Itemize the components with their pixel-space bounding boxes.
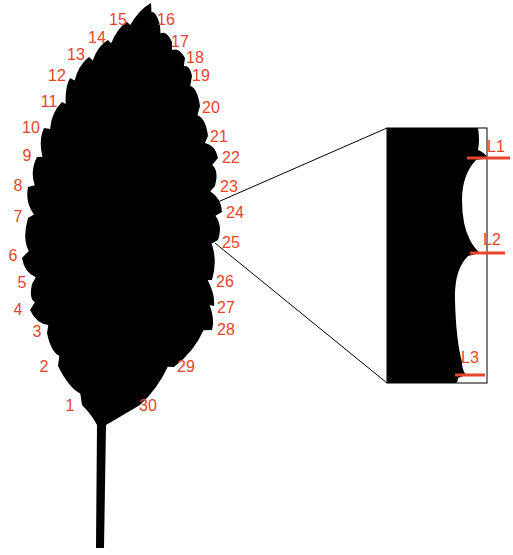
callout-number: 6	[9, 248, 18, 264]
measure-line	[455, 374, 485, 377]
callout-number: 23	[220, 179, 238, 195]
callout-number: 27	[217, 300, 235, 316]
zoom-box	[387, 128, 487, 383]
callout-number: 12	[48, 68, 66, 84]
leaf-silhouette	[22, 3, 222, 548]
callout-number: 3	[33, 324, 42, 340]
callout-number: 28	[217, 322, 235, 338]
length-label: L1	[487, 139, 505, 155]
callout-number: 16	[157, 12, 175, 28]
zoomed-margin	[387, 128, 488, 383]
callout-number: 5	[18, 275, 27, 291]
callout-number: 10	[22, 120, 40, 136]
zoom-line	[215, 243, 387, 383]
callout-number: 1	[66, 398, 75, 414]
callout-number: 29	[177, 359, 195, 375]
callout-number: 19	[192, 68, 210, 84]
callout-number: 11	[41, 94, 58, 110]
callout-number: 7	[14, 209, 23, 225]
callout-number: 9	[23, 148, 32, 164]
measure-line	[470, 252, 505, 255]
callout-number: 30	[139, 398, 157, 414]
callout-number: 21	[210, 129, 228, 145]
callout-number: 24	[226, 205, 244, 221]
callout-number: 4	[14, 302, 23, 318]
callout-number: 2	[40, 359, 49, 375]
callout-number: 13	[67, 47, 85, 63]
length-label: L2	[483, 232, 501, 248]
zoom-line	[211, 128, 387, 205]
callout-number: 8	[14, 178, 23, 194]
length-label: L3	[461, 350, 479, 366]
callout-number: 26	[216, 274, 234, 290]
callout-number: 14	[88, 30, 106, 46]
callout-number: 25	[222, 235, 240, 251]
callout-number: 17	[171, 34, 189, 50]
callout-number: 20	[202, 100, 220, 116]
measure-line	[467, 157, 510, 160]
callout-number: 18	[186, 50, 204, 66]
callout-number: 15	[109, 12, 127, 28]
callout-number: 22	[222, 150, 240, 166]
